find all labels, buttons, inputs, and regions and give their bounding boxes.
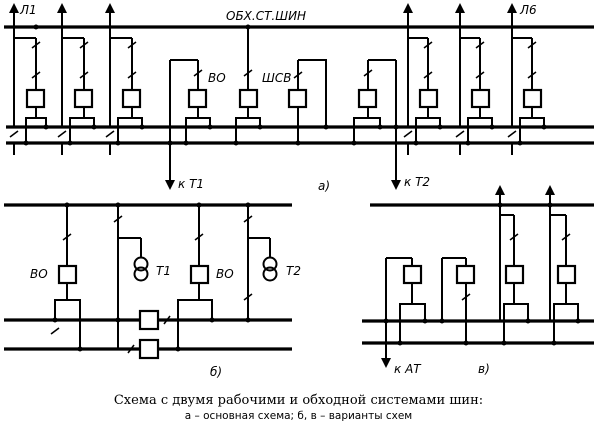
bypass-breaker-vo — [233, 24, 263, 146]
label-to-t2: к Т2 — [404, 175, 430, 189]
label-to-at: к АТ — [394, 362, 422, 376]
label-vo-b-left: ВО — [30, 267, 48, 281]
label-panel-b: б) — [210, 365, 222, 379]
panel-c-line-feeder-1 — [495, 185, 531, 346]
label-l1: Л1 — [19, 3, 37, 17]
panel-c-variant: к АТ в) — [362, 185, 594, 376]
label-vo-b-right: ВО — [216, 267, 234, 281]
panel-c-line-feeder-2 — [545, 185, 581, 346]
figure-caption: Схема с двумя рабочими и обходной систем… — [0, 393, 597, 423]
label-t2: Т2 — [286, 264, 301, 278]
panel-a-main-scheme: Л1 ОБХ.СТ.ШИН Л6 ВО ШСВ к Т1 к Т2 а) — [4, 3, 594, 193]
caption-title: Схема с двумя рабочими и обходной систем… — [113, 393, 484, 408]
line-feeder-l5 — [455, 3, 495, 155]
label-bypass-bus: ОБХ.СТ.ШИН — [226, 9, 306, 23]
line-feeder-l4 — [403, 3, 443, 155]
label-t1: Т1 — [156, 264, 171, 278]
panel-b-variant: ВО Т1 ВО Т2 б) — [4, 202, 301, 379]
label-panel-c: в) — [478, 362, 490, 376]
label-vo-a: ВО — [208, 71, 226, 85]
bus-schematic: Л1 ОБХ.СТ.ШИН Л6 ВО ШСВ к Т1 к Т2 а) — [4, 3, 594, 379]
panel-b-bypass-breaker-left — [50, 202, 83, 352]
label-shsv: ШСВ — [262, 71, 291, 85]
line-feeder-l1 — [9, 3, 49, 155]
label-to-t1: к Т1 — [178, 177, 204, 191]
line-feeder-l2 — [57, 3, 97, 155]
panel-c-autotransformer-feeder — [381, 257, 428, 368]
label-panel-a: а) — [318, 179, 330, 193]
transformer-t2-icon — [262, 256, 278, 272]
transformer-t1-icon — [133, 256, 149, 272]
label-l6: Л6 — [519, 3, 537, 17]
transformer-feeder-t2 — [351, 59, 401, 190]
line-feeder-l6 — [507, 3, 547, 155]
panel-b-sectional-breakers — [118, 309, 178, 360]
caption-legend: а – основная схема; б, в – варианты схем — [184, 410, 413, 422]
bus-coupler-shsv — [287, 59, 329, 146]
line-feeder-l3 — [105, 3, 145, 155]
transformer-feeder-t1 — [165, 59, 213, 190]
panel-c-bypass-breaker — [439, 257, 476, 346]
panel-b-transformer-t2-branch — [243, 202, 278, 323]
panel-b-bypass-breaker-right — [175, 202, 215, 352]
